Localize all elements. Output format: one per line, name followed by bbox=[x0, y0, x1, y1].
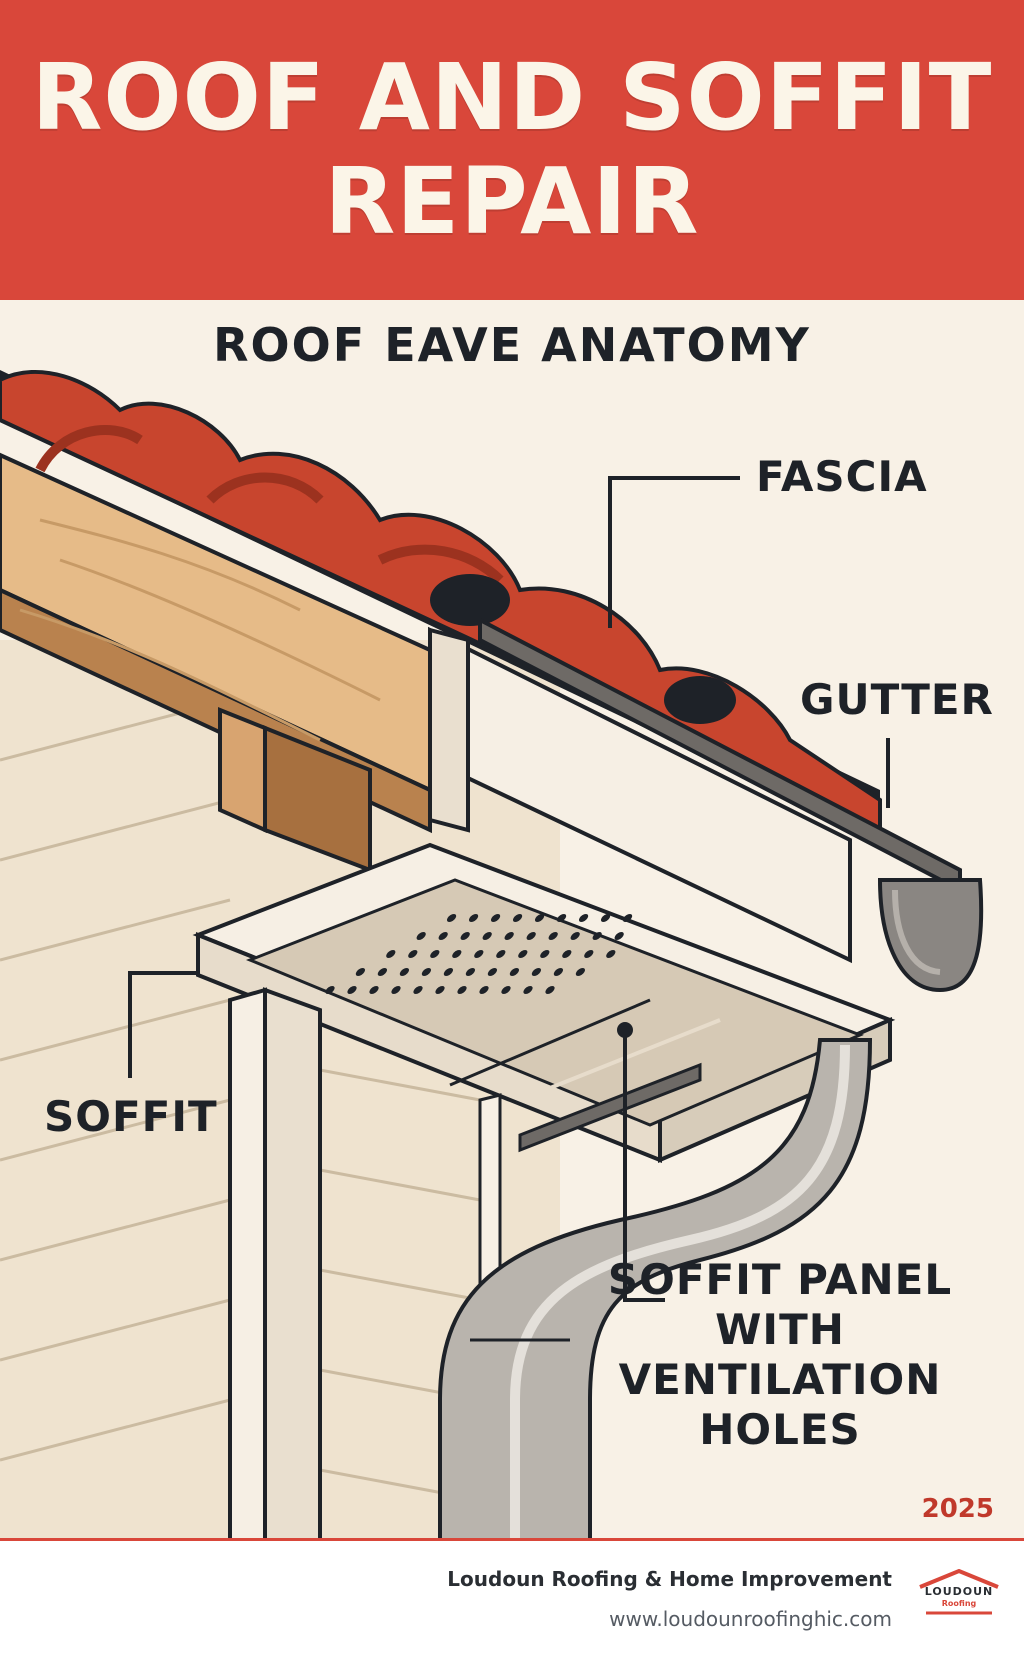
company-logo: LOUDOUN Roofing bbox=[916, 1568, 1002, 1625]
logo-subtext: Roofing bbox=[941, 1599, 977, 1608]
fascia-board bbox=[428, 626, 852, 964]
soffit-label: SOFFIT bbox=[44, 1092, 218, 1141]
year-badge: 2025 bbox=[921, 1494, 994, 1524]
diagram-subtitle: ROOF EAVE ANATOMY bbox=[213, 318, 811, 372]
gutter bbox=[478, 616, 984, 993]
downspout bbox=[438, 1038, 873, 1538]
leader-lines bbox=[128, 476, 890, 1302]
rafter-board bbox=[0, 452, 432, 873]
header-banner: ROOF AND SOFFIT REPAIR bbox=[0, 0, 1024, 300]
fascia-label: FASCIA bbox=[756, 452, 928, 501]
soffit-panel-label: SOFFIT PANEL WITH VENTILATION HOLES bbox=[607, 1255, 953, 1454]
eave-illustration bbox=[0, 370, 984, 1538]
website-link[interactable]: www.loudounroofinghic.com bbox=[609, 1607, 892, 1631]
page-title: ROOF AND SOFFIT REPAIR bbox=[31, 44, 993, 255]
logo-text: LOUDOUN bbox=[924, 1585, 994, 1598]
gutter-label: GUTTER bbox=[800, 675, 994, 724]
footer: Loudoun Roofing & Home Improvement www.l… bbox=[0, 1538, 1024, 1669]
company-name: Loudoun Roofing & Home Improvement bbox=[447, 1567, 892, 1591]
logo-roof-icon bbox=[919, 1568, 999, 1615]
